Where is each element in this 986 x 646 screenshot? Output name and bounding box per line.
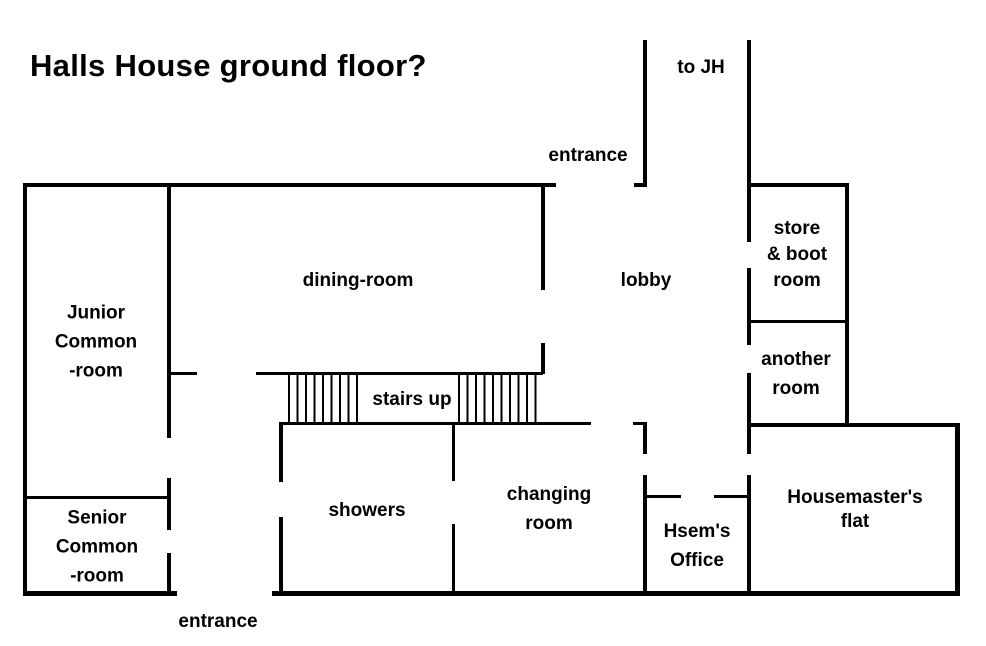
- room-label-junior-common-room: Junior Common -room: [54, 302, 138, 382]
- stairs-label: stairs up: [372, 389, 452, 410]
- room-label-hsems-office: Hsem's Office: [663, 521, 731, 571]
- floor-plan-title: Halls House ground floor?: [30, 48, 427, 83]
- wall-segment: [23, 183, 556, 187]
- stairs-hatching: [458, 375, 538, 422]
- wall-segment: [747, 183, 849, 187]
- wall-segment: [633, 422, 647, 425]
- wall-segment: [634, 183, 647, 187]
- entrance-label-top: entrance: [548, 145, 628, 166]
- wall-segment: [279, 422, 591, 425]
- room-label-housemasters-flat: Housemaster's flat: [787, 487, 923, 532]
- room-label-store-boot-room: store & boot room: [766, 218, 828, 291]
- wall-segment: [25, 496, 169, 499]
- room-label-changing-room: changing room: [506, 484, 592, 534]
- wall-segment: [645, 495, 681, 498]
- wall-segment: [272, 591, 960, 596]
- wall-segment: [279, 517, 283, 593]
- wall-segment: [845, 183, 849, 427]
- room-label-showers: showers: [328, 500, 406, 521]
- stairs-hatching: [288, 375, 364, 422]
- wall-segment: [643, 475, 647, 593]
- wall-segment: [256, 372, 283, 375]
- wall-segment: [747, 320, 845, 323]
- room-label-lobby: lobby: [620, 270, 672, 291]
- wall-segment: [167, 478, 171, 530]
- room-label-another-room: another room: [761, 349, 831, 399]
- wall-segment: [452, 524, 455, 593]
- wall-segment: [452, 425, 455, 481]
- wall-segment: [747, 373, 751, 454]
- wall-segment: [167, 183, 171, 438]
- wall-segment: [279, 425, 283, 482]
- wall-segment: [747, 40, 751, 242]
- room-label-senior-common-room: Senior Common -room: [55, 507, 139, 587]
- wall-segment: [541, 183, 545, 290]
- wall-segment: [747, 268, 751, 345]
- entrance-label-bottom: entrance: [178, 611, 258, 632]
- wall-segment: [955, 423, 960, 595]
- wall-segment: [714, 495, 749, 498]
- wall-segment: [747, 475, 751, 593]
- wall-segment: [23, 591, 177, 596]
- corridor-label-to-jh: to JH: [677, 57, 725, 78]
- wall-segment: [281, 372, 543, 375]
- wall-segment: [541, 343, 545, 374]
- wall-segment: [167, 553, 171, 593]
- wall-segment: [643, 425, 647, 454]
- wall-segment: [167, 372, 197, 375]
- wall-segment: [643, 40, 647, 187]
- room-label-dining-room: dining-room: [302, 270, 414, 291]
- wall-segment: [23, 183, 27, 595]
- wall-segment: [747, 423, 960, 427]
